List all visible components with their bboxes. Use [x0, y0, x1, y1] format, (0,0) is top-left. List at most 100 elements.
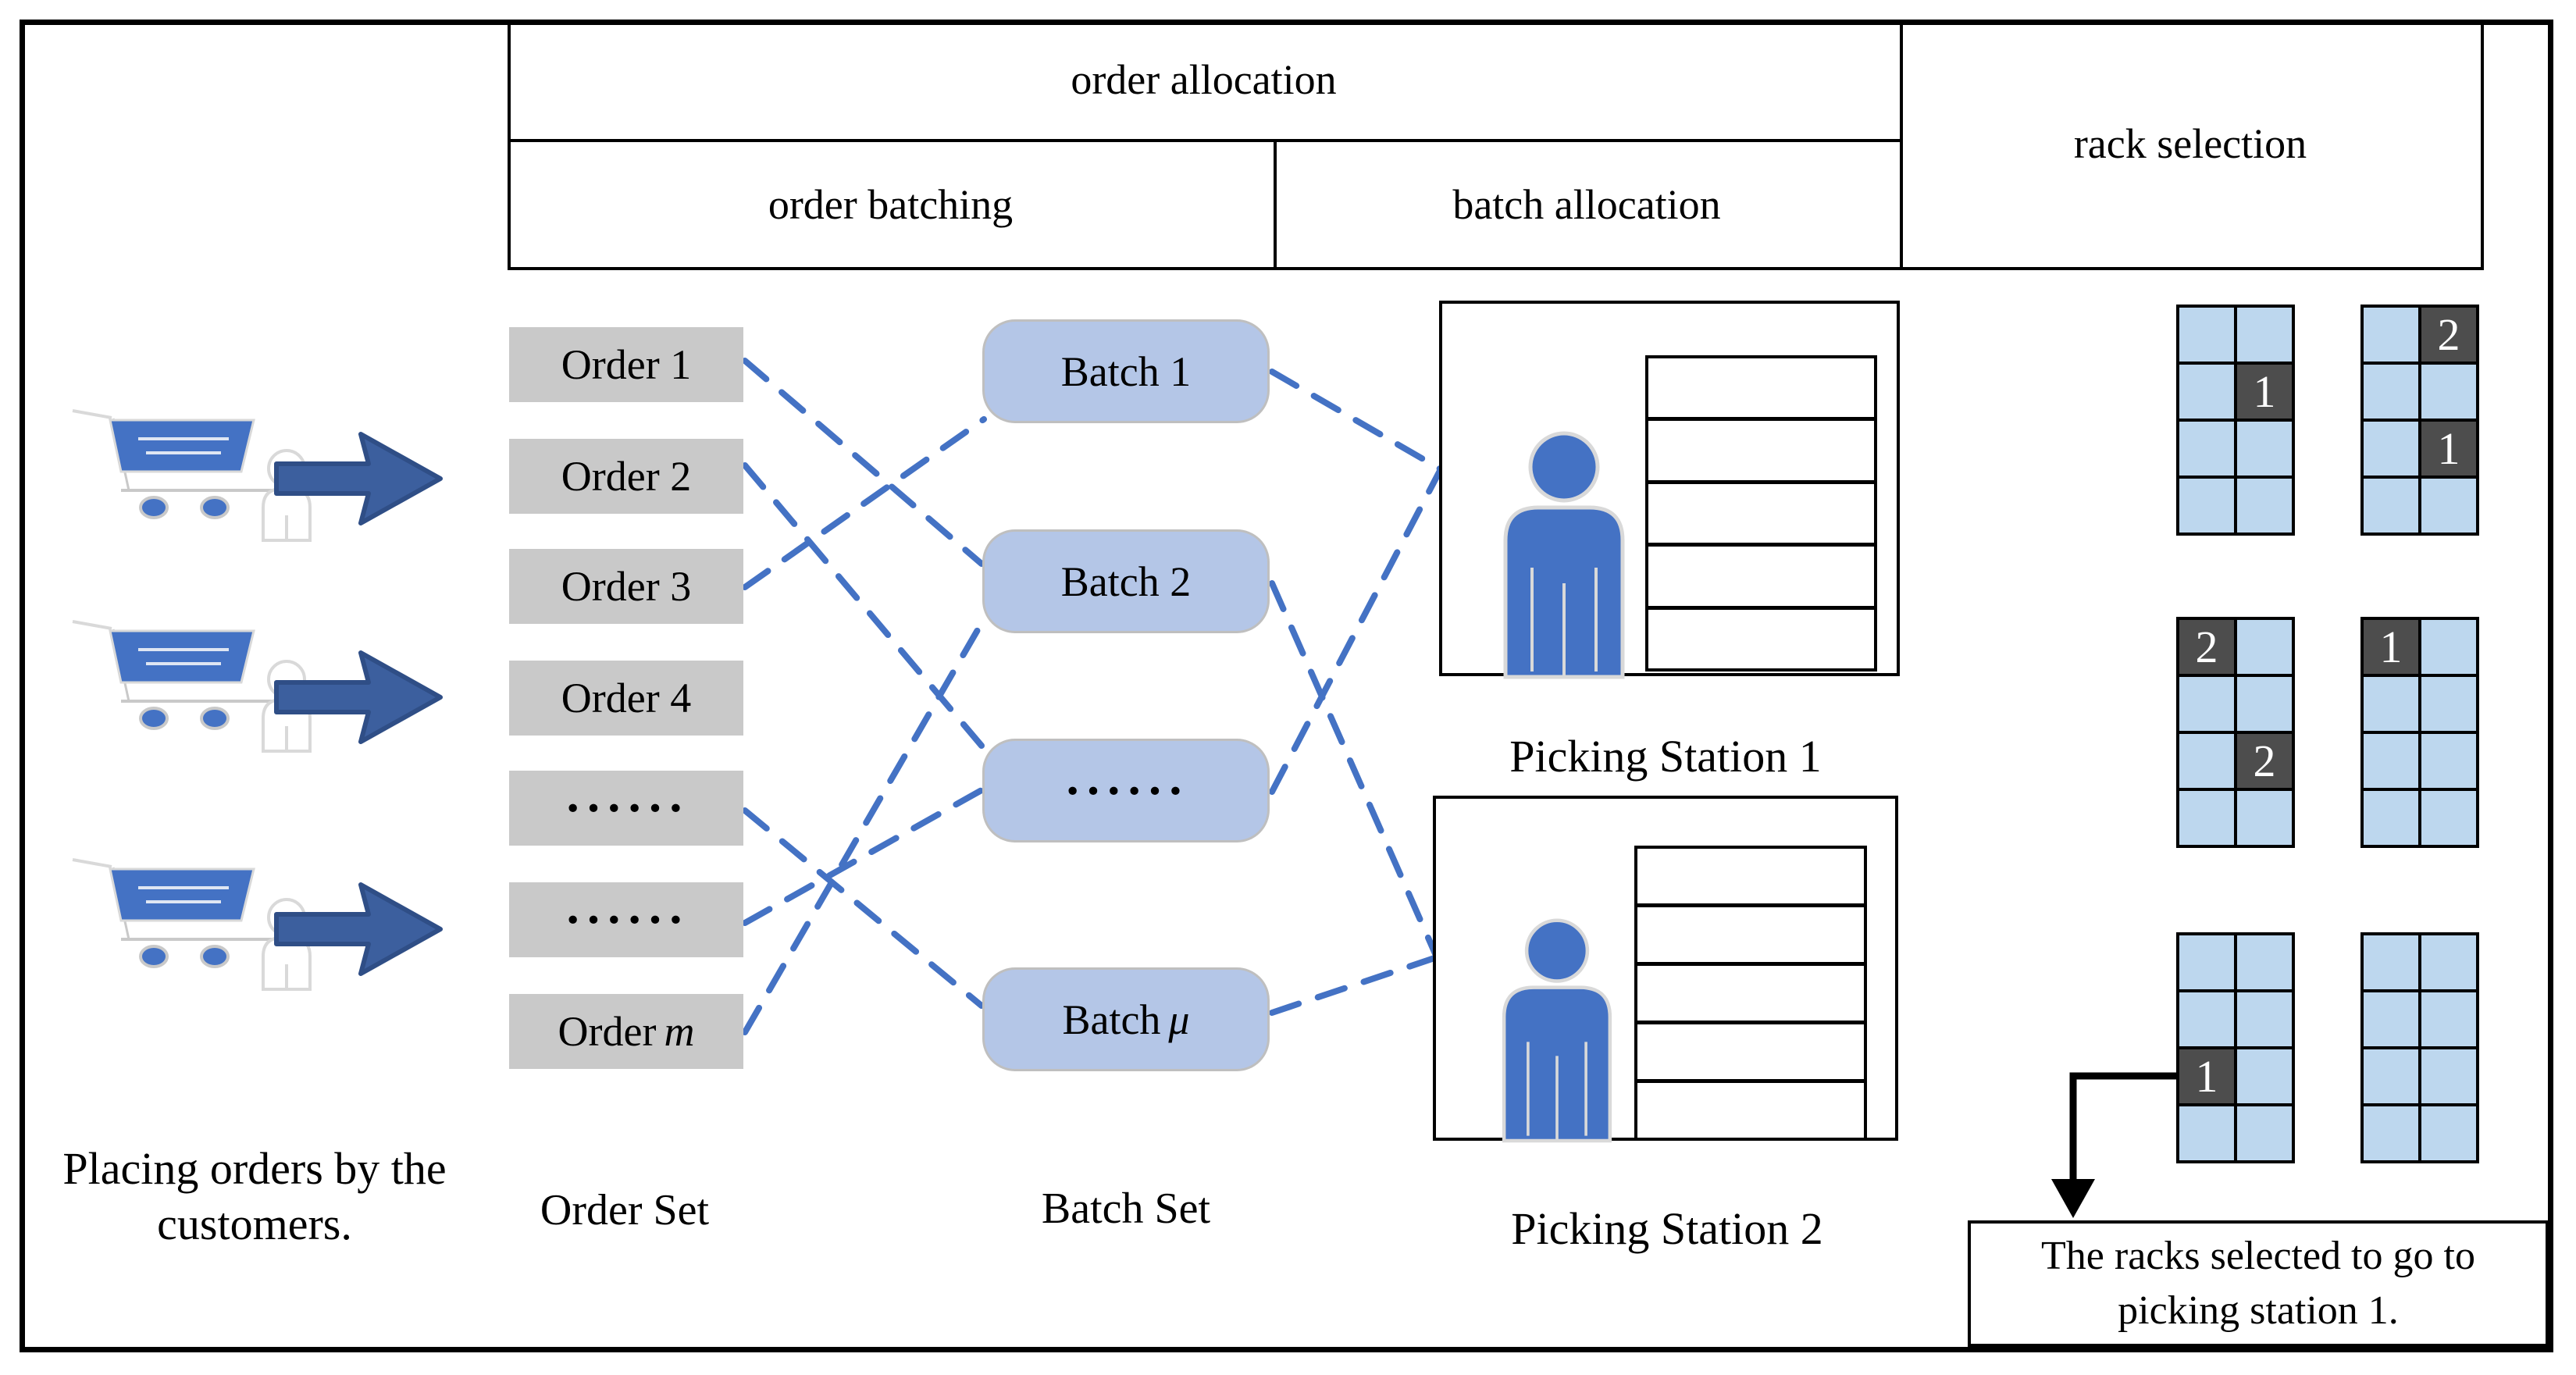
rack-cell-r4c2 — [2421, 1106, 2476, 1160]
dashed-connector-batch-station-1 — [1269, 369, 1444, 472]
rack-callout-line2: picking station 1. — [2118, 1288, 2399, 1333]
rack-callout-line1: The racks selected to go to — [2041, 1233, 2475, 1278]
rack-cell-r1c2 — [2421, 935, 2476, 989]
rack-cell-marked-1: 1 — [2237, 365, 2292, 419]
dashed-connector-order-batch-1 — [742, 358, 985, 567]
order-box-6: ······ — [509, 882, 743, 957]
dashed-connector-order-batch-2 — [742, 462, 985, 749]
order-box-3: Order 3 — [509, 549, 743, 624]
dashed-connector-order-batch-3 — [742, 416, 987, 590]
rack-cell-r3c1 — [2179, 734, 2234, 788]
rack-cell-marked-1: 1 — [2364, 620, 2418, 674]
rack-cell-r2c2 — [2421, 677, 2476, 731]
header-row-divider — [508, 139, 1903, 142]
flow-arrow-icon-2 — [274, 650, 443, 744]
picker-person-icon-1 — [1503, 431, 1625, 679]
rack-cell-marked-2: 2 — [2179, 620, 2234, 674]
rack-callout-box: The racks selected to go to picking stat… — [1968, 1220, 2549, 1347]
header-rack-selection: rack selection — [2073, 119, 2307, 167]
flow-arrow-icon-1 — [274, 432, 443, 525]
rack-cell-r2c1 — [2364, 365, 2418, 419]
rack-cell-r3c2 — [2421, 734, 2476, 788]
rack-to-callout-arrowhead — [2051, 1179, 2095, 1218]
picking-station-2-label: Picking Station 2 — [1511, 1203, 1823, 1254]
rack-cell-marked-1: 1 — [2179, 1049, 2234, 1103]
header-batch-allocation: batch allocation — [1452, 181, 1721, 228]
dashed-connector-batch-station-4 — [1269, 954, 1440, 1016]
rack-cell-r2c2 — [2421, 992, 2476, 1046]
rack-cell-r2c1 — [2179, 677, 2234, 731]
rack-cell-r3c1 — [2179, 422, 2234, 476]
rack-cell-r4c1 — [2364, 791, 2418, 845]
rack-cell-r1c2 — [2421, 620, 2476, 674]
header-line-mid — [1274, 141, 1277, 269]
batch-set-label: Batch Set — [1041, 1184, 1211, 1233]
rack-cell-r4c1 — [2179, 791, 2234, 845]
rack-cell-r4c2 — [2421, 479, 2476, 533]
order-box-5: ······ — [509, 771, 743, 846]
order-box-1: Order 1 — [509, 327, 743, 402]
shopping-cart-customer-icon-1 — [72, 409, 312, 542]
rack-cell-r2c1 — [2179, 992, 2234, 1046]
rack-cell-r2c2 — [2237, 992, 2292, 1046]
rack-cell-r1c1 — [2179, 308, 2234, 362]
picking-station-1-label: Picking Station 1 — [1509, 731, 1822, 782]
rack-cell-r3c1 — [2364, 1049, 2418, 1103]
batch-box-1: Batch 1 — [982, 319, 1270, 423]
order-box-2: Order 2 — [509, 439, 743, 514]
rack-cell-r3c2 — [2421, 1049, 2476, 1103]
rack-cell-r1c2 — [2237, 308, 2292, 362]
rack-cell-r2c1 — [2179, 365, 2234, 419]
dashed-connector-batch-station-2 — [1269, 466, 1444, 795]
rack-cell-r3c2 — [2237, 1049, 2292, 1103]
order-box-4: Order 4 — [509, 661, 743, 736]
picker-person-icon-2 — [1502, 918, 1612, 1143]
header-line-right — [1900, 20, 1903, 269]
customers-caption-line1: Placing orders by the — [62, 1143, 447, 1194]
rack-cell-marked-1: 1 — [2421, 422, 2476, 476]
rack-cell-r1c1 — [2364, 308, 2418, 362]
rack-cell-r4c1 — [2179, 479, 2234, 533]
rack-cell-r1c1 — [2179, 935, 2234, 989]
rack-cell-r1c2 — [2237, 935, 2292, 989]
rack-cell-marked-2: 2 — [2421, 308, 2476, 362]
rack-cell-r2c2 — [2237, 677, 2292, 731]
rack-cell-r4c1 — [2364, 1106, 2418, 1160]
header-bottom — [508, 267, 2484, 270]
dashed-connector-order-batch-6 — [742, 616, 987, 1035]
rack-cell-r4c1 — [2364, 479, 2418, 533]
dashed-connector-batch-station-3 — [1269, 580, 1440, 960]
rack-cell-marked-2: 2 — [2237, 734, 2292, 788]
rack-cell-r4c2 — [2421, 791, 2476, 845]
order-set-label: Order Set — [540, 1186, 710, 1234]
rack-cell-r4c2 — [2237, 1106, 2292, 1160]
rack-cell-r4c2 — [2237, 479, 2292, 533]
batch-box-2: Batch 2 — [982, 529, 1270, 633]
rack-grid-4: 1 — [2360, 617, 2479, 848]
rack-cell-r1c1 — [2364, 935, 2418, 989]
shelf-icon-1 — [1645, 355, 1877, 671]
header-order-batching: order batching — [768, 181, 1014, 228]
customers-caption: Placing orders by the customers. — [20, 1142, 489, 1252]
rack-cell-r2c2 — [2421, 365, 2476, 419]
rack-cell-r2c1 — [2364, 677, 2418, 731]
rack-grid-1: 1 — [2176, 305, 2295, 536]
customers-caption-line2: customers. — [157, 1198, 352, 1249]
rack-grid-6 — [2360, 932, 2479, 1163]
figure-border — [20, 20, 2553, 1352]
rack-cell-r2c1 — [2364, 992, 2418, 1046]
header-order-allocation: order allocation — [1071, 55, 1337, 103]
rack-cell-r4c2 — [2237, 791, 2292, 845]
rack-cell-r3c1 — [2364, 734, 2418, 788]
rack-cell-r3c1 — [2364, 422, 2418, 476]
rack-cell-r1c2 — [2237, 620, 2292, 674]
shopping-cart-customer-icon-3 — [72, 858, 312, 991]
rack-to-callout-arrow-line — [2069, 1072, 2176, 1181]
header-line-left — [508, 20, 511, 269]
